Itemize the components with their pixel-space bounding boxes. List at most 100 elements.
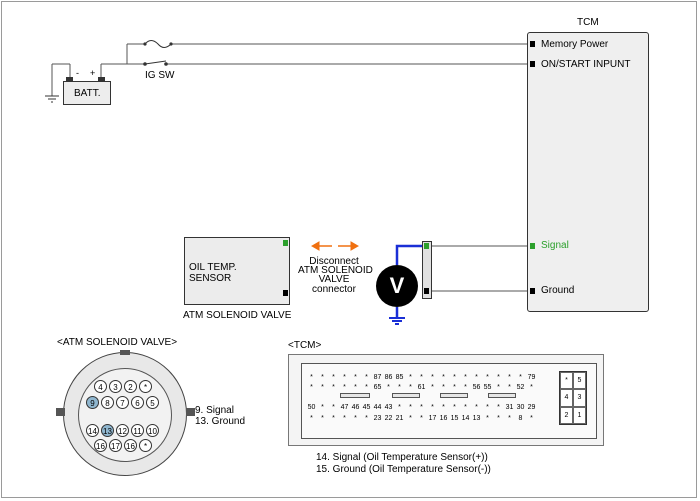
battery-label: BATT. [74,88,101,99]
tcm-pin: * [453,384,456,391]
fuse-icon [144,40,172,48]
tcm-connector-key1 [340,393,370,398]
tcm-pin: * [354,415,357,422]
tcm-label-memory-power: Memory Power [541,39,609,50]
tcm-legend-ground: 15. Ground (Oil Temperature Sensor(-)) [316,464,491,475]
tcm-pin: 45 [362,404,371,411]
tcm-pin: * [343,415,346,422]
batt-plus-sign: + [90,68,95,78]
tcm-pin: * [321,404,324,411]
tcm-pin: * [398,404,401,411]
tcm-pin: * [464,384,467,391]
tcm-side-pin: 3 [573,389,586,407]
tcm-pin: * [409,384,412,391]
tcm-pin: * [519,374,522,381]
tcm-title: TCM [577,17,599,28]
tcm-pin: 50 [307,404,316,411]
atm-pin: * [139,439,152,452]
instruction-line2: ATM SOLENOID [298,265,373,276]
atm-connector-latch-left [56,408,65,416]
tcm-pin: * [365,384,368,391]
tcm-pin: 47 [340,404,349,411]
tcm-pin: * [497,404,500,411]
tcm-connector-title: <TCM> [288,340,322,351]
tcm-pin: * [497,374,500,381]
harness-pin-signal [424,243,429,249]
tcm-pin: 21 [395,415,404,422]
tcm-pin: * [310,374,313,381]
atm-pin: 9 [86,396,99,409]
tcm-pin: * [442,384,445,391]
tcm-connector-key4 [488,393,516,398]
tcm-connector-face [301,363,597,439]
tcm-pin: * [343,384,346,391]
tcm-side-pin: 5 [573,372,586,390]
tcm-pin-ground [530,288,535,294]
atm-pin: 16 [124,439,137,452]
sensor-label-line1: OIL TEMP. [189,262,237,273]
tcm-pin: * [486,374,489,381]
tcm-pin: 61 [417,384,426,391]
tcm-side-pin: 2 [560,406,573,424]
ig-switch-contact-right [164,62,168,66]
tcm-pin: 16 [439,415,448,422]
tcm-pin: * [365,374,368,381]
atm-legend-signal: 9. Signal [195,405,234,416]
tcm-pin: 30 [516,404,525,411]
tcm-pin: * [442,404,445,411]
atm-pin: 11 [131,424,144,437]
atm-pin: 12 [116,424,129,437]
tcm-pin: 87 [373,374,382,381]
tcm-pin: 22 [384,415,393,422]
tcm-pin: 79 [527,374,536,381]
tcm-pin: 86 [384,374,393,381]
tcm-pin: * [508,384,511,391]
tcm-pin: * [486,415,489,422]
tcm-label-on-start-input: ON/START INPUNT [541,59,631,70]
harness-connector [422,241,432,299]
voltmeter-icon: V [376,265,418,307]
tcm-pin: * [387,384,390,391]
tcm-pin: 31 [505,404,514,411]
tcm-pin: * [310,384,313,391]
tcm-side-pin: * [560,372,573,390]
tcm-label-ground: Ground [541,285,575,296]
atm-pin: 5 [146,396,159,409]
tcm-pin: * [332,415,335,422]
tcm-pin: * [475,374,478,381]
tcm-pin: * [409,415,412,422]
tcm-pin: * [420,415,423,422]
atm-pin: 4 [94,380,107,393]
atm-pin: 13 [101,424,114,437]
tcm-label-signal: Signal [541,240,569,251]
sensor-label-line2: SENSOR [189,273,232,284]
atm-connector-title: <ATM SOLENOID VALVE> [57,337,178,348]
tcm-pin: * [409,404,412,411]
tcm-pin: * [464,374,467,381]
atm-legend-ground: 13. Ground [195,416,246,427]
atm-pin: 2 [124,380,137,393]
tcm-pin: * [486,404,489,411]
tcm-pin: * [409,374,412,381]
tcm-pin: * [530,415,533,422]
tcm-pin: * [420,404,423,411]
tcm-pin: 15 [450,415,459,422]
tcm-pin: 85 [395,374,404,381]
sensor-caption: ATM SOLENOID VALVE [183,310,292,321]
atm-pin: 16 [94,439,107,452]
atm-connector-key-top [120,350,130,355]
tcm-pin-on-start [530,61,535,67]
tcm-pin: * [310,415,313,422]
tcm-pin: * [332,374,335,381]
ig-switch-contact-left [143,62,147,66]
atm-pin: 10 [146,424,159,437]
tcm-pin: * [497,384,500,391]
probe-wire-positive [395,244,425,265]
tcm-pin: * [530,384,533,391]
instruction-line3: VALVE [318,274,350,285]
